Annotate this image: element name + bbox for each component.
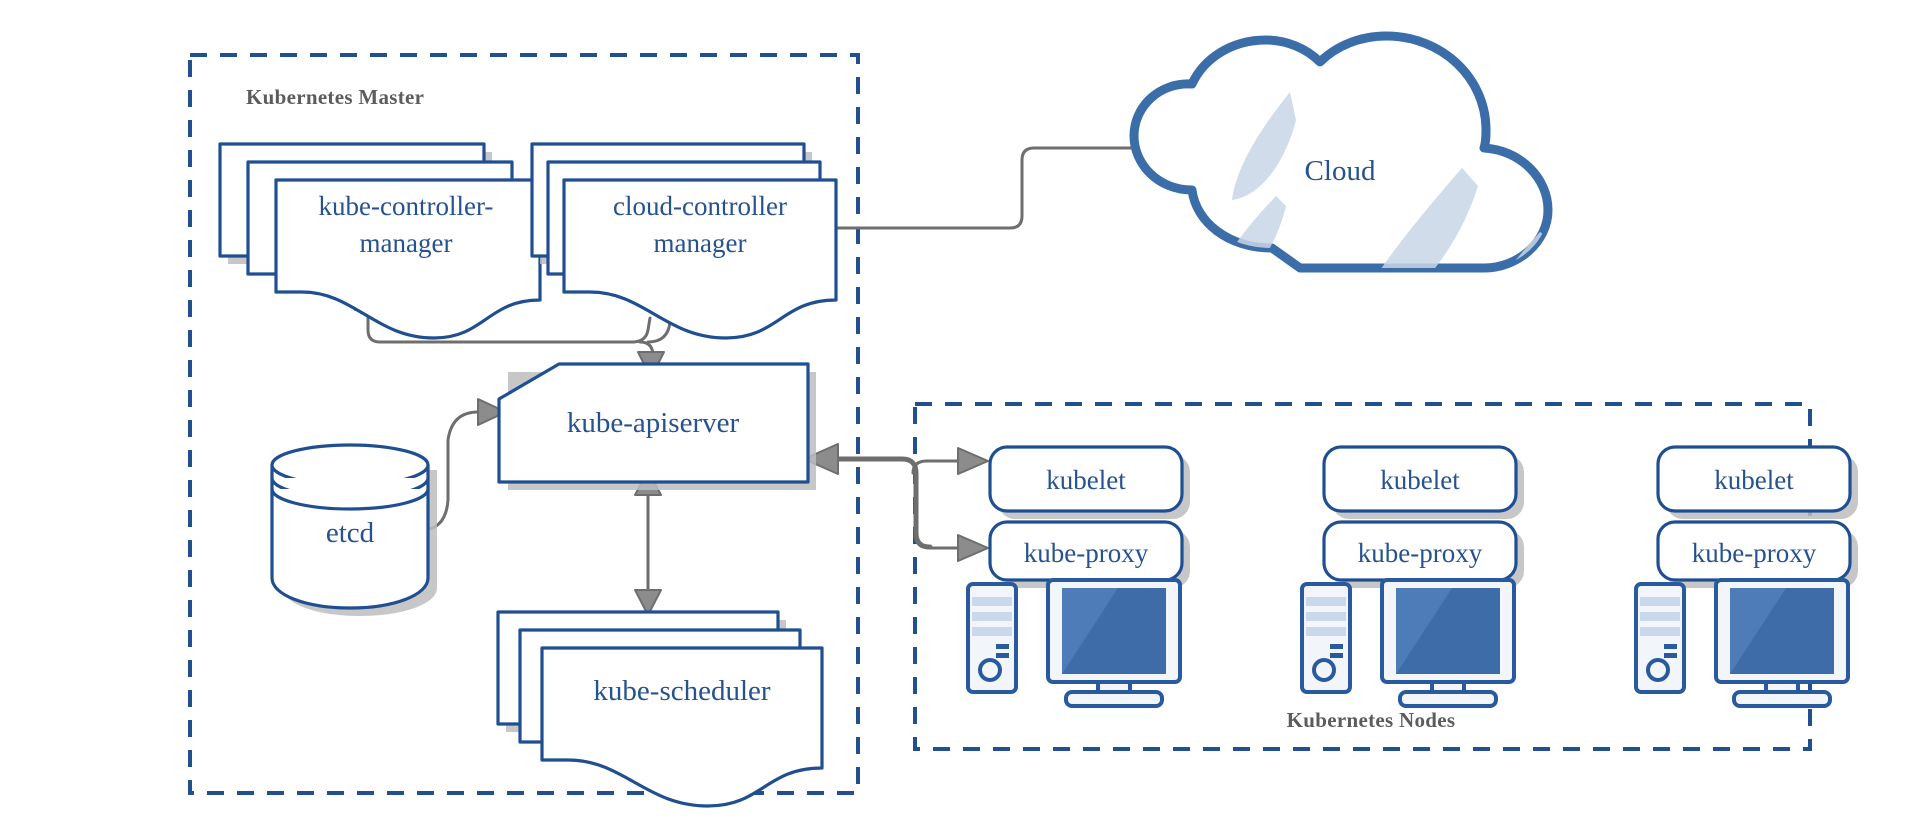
- node-column-3: kubelet kube-proxy: [1634, 445, 1858, 708]
- kube-apiserver-label: kube-apiserver: [567, 407, 740, 439]
- computer-icon-3: [1634, 578, 1850, 708]
- arrowhead-scheduler-down: [634, 589, 662, 616]
- edge-nodes-trunk: [835, 456, 933, 550]
- kubelet-label-1: kubelet: [1046, 465, 1126, 495]
- node-column-1: kubelet kube-proxy: [966, 445, 1190, 708]
- arrowhead-kube-proxy: [957, 534, 989, 562]
- node-column-2: kubelet kube-proxy: [1300, 445, 1524, 708]
- etcd-label: etcd: [326, 517, 375, 549]
- kubelet-label-3: kubelet: [1714, 465, 1794, 495]
- node-kube-apiserver[interactable]: kube-apiserver: [497, 362, 816, 490]
- arrowhead-apiserver-in-right: [803, 443, 839, 475]
- kubelet-label-2: kubelet: [1380, 465, 1460, 495]
- edge-trunk-to-kubeproxy: [914, 534, 960, 550]
- node-cloud-controller-manager[interactable]: cloud-controller manager: [530, 142, 838, 340]
- cloud-label: Cloud: [1305, 155, 1376, 187]
- cloud-controller-manager-label-line1: cloud-controller: [613, 191, 787, 221]
- kube-controller-manager-label-line1: kube-controller-: [319, 191, 494, 221]
- group-box-nodes: [913, 402, 1812, 751]
- edge-apiserver-to-controllers: [366, 310, 652, 344]
- kube-scheduler-label: kube-scheduler: [593, 675, 770, 707]
- node-etcd[interactable]: etcd: [270, 443, 437, 616]
- edge-trunk-to-kubelet: [911, 459, 960, 475]
- node-kube-controller-manager[interactable]: kube-controller- manager: [218, 142, 542, 340]
- kube-proxy-label-3: kube-proxy: [1692, 538, 1817, 568]
- group-box-master: [188, 53, 860, 795]
- kube-controller-manager-label-line2: manager: [360, 228, 453, 258]
- group-label-nodes: Kubernetes Nodes: [1287, 708, 1456, 732]
- node-kube-scheduler[interactable]: kube-scheduler: [496, 610, 824, 808]
- group-label-master: Kubernetes Master: [246, 85, 424, 109]
- computer-icon-2: [1300, 578, 1516, 708]
- cloud-shape: Cloud: [1129, 31, 1553, 273]
- computer-icon-1: [966, 578, 1182, 708]
- edge-ccm-to-cloud: [820, 146, 1154, 230]
- arrowhead-apiserver-in-left: [477, 398, 507, 426]
- kube-proxy-label-1: kube-proxy: [1024, 538, 1149, 568]
- arrowhead-kubelet: [957, 447, 989, 475]
- kube-proxy-label-2: kube-proxy: [1358, 538, 1483, 568]
- cloud-controller-manager-label-line2: manager: [654, 228, 747, 258]
